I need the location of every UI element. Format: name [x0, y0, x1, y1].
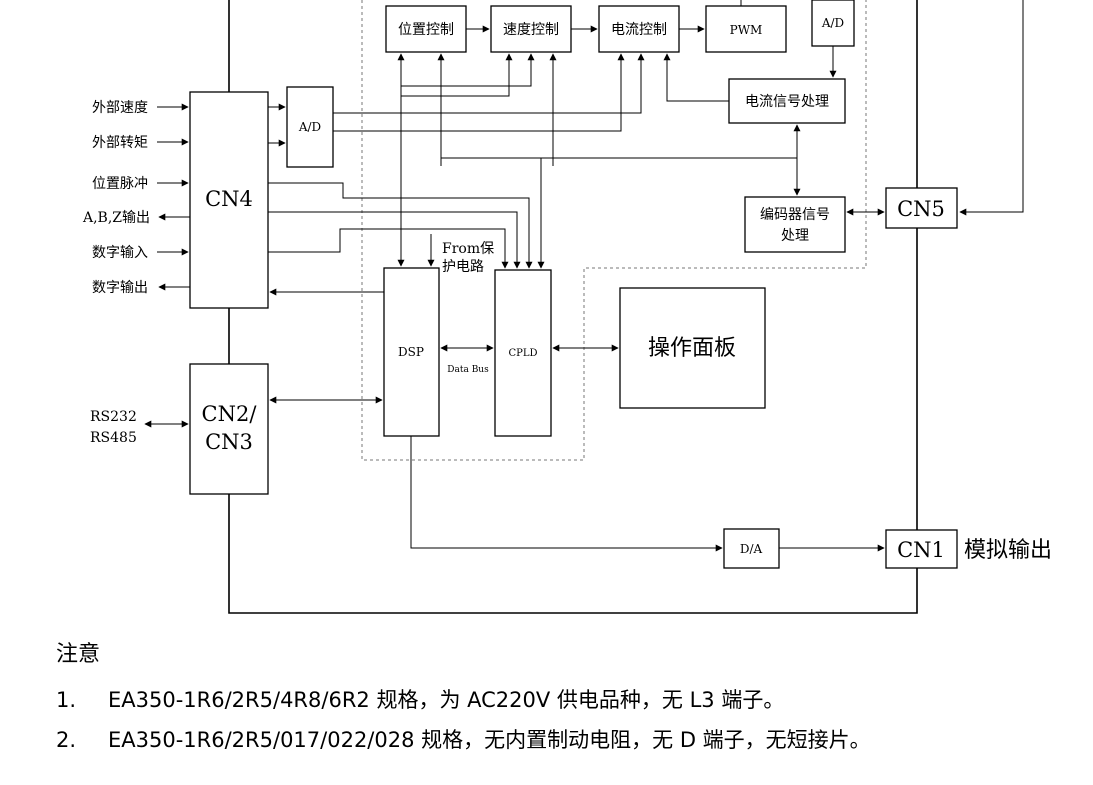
notes-section: 注意 1. EA350-1R6/2R5/4R8/6R2 规格，为 AC220V 供…	[56, 636, 871, 760]
note-number: 2.	[56, 728, 77, 752]
from-protect-2: 护电路	[442, 259, 484, 275]
dsp-label: DSP	[398, 345, 424, 359]
cn4-route-1	[268, 182, 533, 269]
cn5-feed-wire	[959, 0, 1024, 216]
label-abz-out: A,B,Z输出	[82, 210, 150, 226]
ad-speed-branch2	[401, 53, 513, 97]
encoder-label-1: 编码器信号	[760, 207, 830, 223]
cpld-block: CPLD	[494, 269, 552, 437]
cn4-label: CN4	[205, 187, 253, 211]
ad-left-block: A/D	[286, 86, 334, 168]
label-pos-pulse: 位置脉冲	[92, 176, 148, 192]
position-control-block: 位置控制	[385, 5, 467, 53]
cn1-label: CN1	[897, 538, 945, 562]
current-control-label: 电流控制	[611, 22, 667, 38]
dsp-block: DSP	[383, 267, 440, 437]
label-rs232: RS232	[90, 409, 137, 425]
cn23-label-1: CN2/	[202, 402, 258, 426]
note-item-2: 2. EA350-1R6/2R5/017/022/028 规格，无内置制动电阻，无…	[56, 720, 871, 760]
servo-block-diagram: 位置控制 速度控制 电流控制 PWM A/D 电流信号处理 编码器信号 处理	[82, 0, 1052, 614]
dsp-da-line	[410, 436, 723, 552]
da-label: D/A	[740, 542, 763, 556]
label-digital-out: 数字输出	[92, 280, 148, 296]
current-signal-block: 电流信号处理	[728, 78, 846, 124]
cn23-label-2: CN3	[205, 430, 253, 454]
cn4-route-3	[268, 228, 509, 269]
current-control-block: 电流控制	[598, 5, 680, 53]
speed-control-label: 速度控制	[503, 22, 559, 38]
current-signal-to-current-control	[663, 53, 729, 102]
cn5-label: CN5	[897, 197, 945, 221]
da-block: D/A	[723, 528, 780, 569]
pwm-label: PWM	[730, 23, 763, 37]
note-text: EA350-1R6/2R5/017/022/028 规格，无内置制动电阻，无 D…	[108, 728, 871, 752]
cpld-label: CPLD	[508, 348, 537, 359]
notes-title: 注意	[56, 642, 101, 667]
label-ext-speed: 外部速度	[92, 100, 148, 116]
encoder-block: 编码器信号 处理	[744, 196, 846, 253]
current-signal-label: 电流信号处理	[745, 94, 829, 110]
cn5-block: CN5	[885, 187, 958, 229]
note-text: EA350-1R6/2R5/4R8/6R2 规格，为 AC220V 供电品种，无…	[108, 688, 785, 712]
note-item-1: 1. EA350-1R6/2R5/4R8/6R2 规格，为 AC220V 供电品种…	[56, 680, 871, 720]
ad-top-label: A/D	[821, 16, 844, 30]
note-number: 1.	[56, 688, 77, 712]
label-ext-torque: 外部转矩	[92, 135, 148, 151]
ad-left-label: A/D	[298, 120, 321, 134]
ad-top-block: A/D	[811, 0, 855, 47]
cn23-block: CN2/ CN3	[189, 363, 269, 495]
label-rs485: RS485	[90, 430, 137, 446]
ad-speed-branch	[401, 53, 535, 87]
from-protect-1: From保	[442, 241, 494, 257]
operation-panel-block: 操作面板	[619, 287, 766, 409]
speed-control-block: 速度控制	[490, 5, 572, 53]
ad-torque-line	[333, 53, 625, 132]
cn4-route-2	[268, 211, 521, 269]
cn4-block: CN4	[189, 91, 269, 309]
encoder-label-2: 处理	[781, 228, 809, 244]
operation-panel-label: 操作面板	[648, 336, 736, 361]
data-bus-label: Data Bus	[447, 365, 489, 375]
position-control-label: 位置控制	[398, 22, 454, 38]
pwm-block: PWM	[705, 5, 787, 53]
control-region-border	[361, 0, 867, 461]
ad-speed-line	[333, 53, 645, 114]
cn1-block: CN1	[885, 529, 958, 569]
analog-out-label: 模拟输出	[964, 538, 1052, 563]
label-digital-in: 数字输入	[92, 245, 148, 261]
